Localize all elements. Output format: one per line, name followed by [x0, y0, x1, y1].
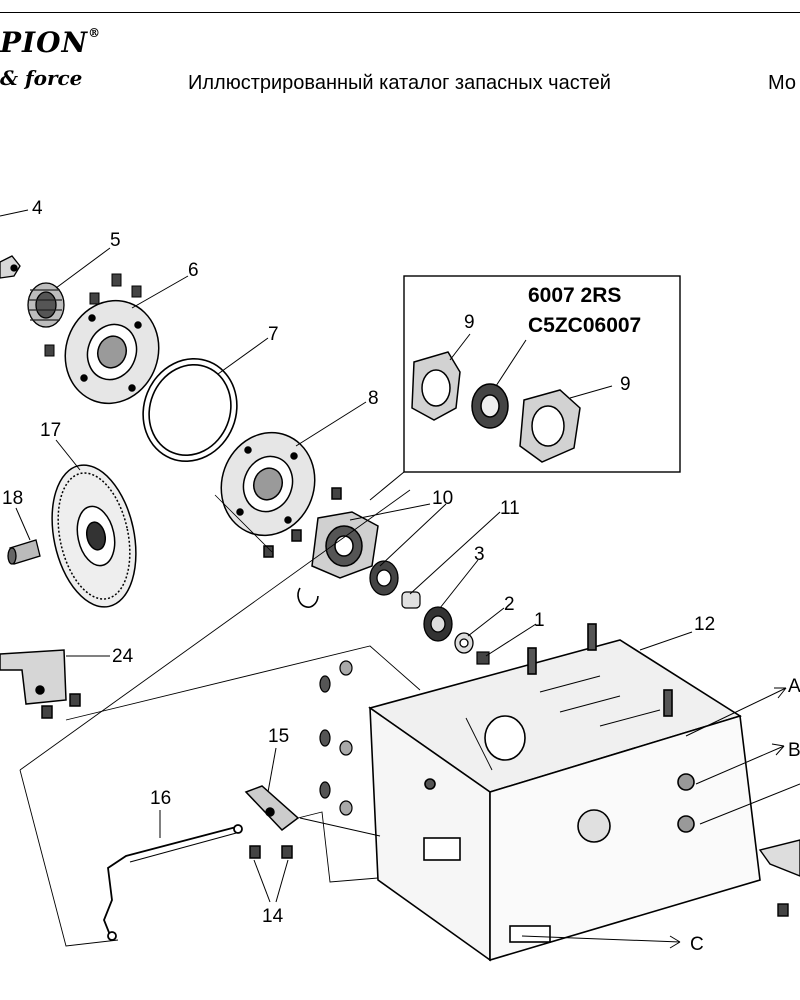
callout-16: 16 — [150, 788, 171, 809]
callout-9-right: 9 — [620, 374, 631, 395]
part-17 — [51, 464, 137, 608]
part-11 — [401, 591, 421, 609]
part-4 — [0, 255, 21, 279]
brand-logo: PION® — [0, 26, 102, 59]
arrow-label-a: A — [788, 676, 800, 697]
catalog-title: Иллюстрированный каталог запасных частей — [188, 72, 611, 94]
part-5 — [27, 282, 65, 328]
part-18 — [7, 539, 41, 565]
callout-8: 8 — [368, 388, 379, 409]
callout-12: 12 — [694, 614, 715, 635]
bolts-5-6 — [44, 273, 142, 357]
callout-17: 17 — [40, 420, 61, 441]
inset-bearing-code: 6007 2RS — [528, 284, 621, 307]
callout-5: 5 — [110, 230, 121, 251]
part-2 — [454, 632, 474, 654]
part-15 — [244, 785, 300, 859]
frame-nuts — [319, 660, 353, 816]
callout-1: 1 — [534, 610, 545, 631]
assembly-lines — [19, 489, 493, 947]
part-3 — [423, 606, 453, 642]
callout-14: 14 — [262, 906, 284, 927]
arrow-label-c: C — [690, 934, 704, 955]
callout-15: 15 — [268, 726, 289, 747]
callout-9-left: 9 — [464, 312, 475, 333]
part-12 — [368, 623, 761, 962]
callout-11: 11 — [500, 498, 520, 519]
part-7 — [142, 357, 238, 463]
bearing-inset: 6007 2RS C5ZC06007 9 9 — [369, 275, 681, 501]
leader-lines — [0, 209, 800, 949]
model-label: Мо — [768, 72, 797, 94]
part-16 — [103, 824, 243, 941]
callout-4: 4 — [32, 198, 43, 219]
callout-18: 18 — [2, 488, 23, 509]
arrow-label-b: B — [788, 740, 800, 761]
circlip — [297, 587, 319, 608]
part-10 — [369, 560, 399, 596]
part-6 — [64, 299, 160, 405]
callout-6: 6 — [188, 260, 199, 281]
callout-7: 7 — [268, 324, 279, 345]
header-rule — [0, 12, 800, 13]
callout-24: 24 — [112, 646, 134, 667]
part-1 — [476, 651, 490, 665]
part-24 — [0, 649, 81, 719]
callouts: 4 5 6 7 8 10 11 3 2 1 12 17 18 24 15 16 … — [2, 198, 800, 955]
callout-10: 10 — [432, 488, 453, 509]
part-8 — [220, 431, 342, 558]
frame-fragment-right — [758, 839, 800, 917]
inset-bearing-part: C5ZC06007 — [528, 314, 641, 337]
callout-3: 3 — [474, 544, 485, 565]
callout-2: 2 — [504, 594, 515, 615]
part-9-assembly — [311, 511, 379, 579]
brand-tagline: & force — [0, 66, 83, 90]
